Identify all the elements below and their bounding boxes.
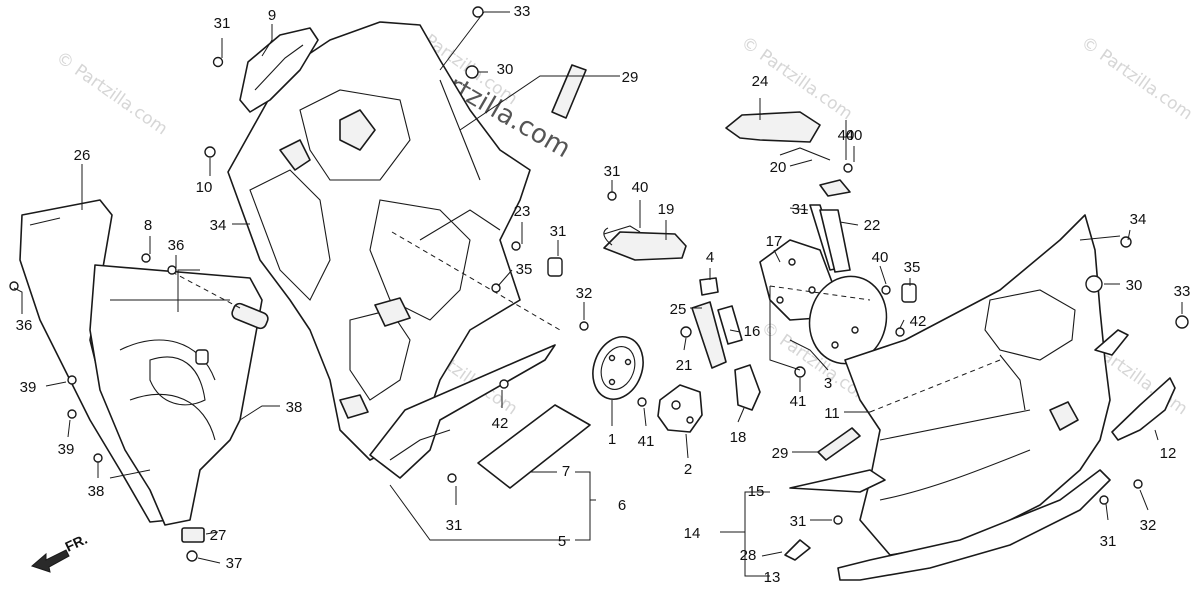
callout-number: 31 — [550, 223, 567, 240]
callout-number: 14 — [684, 525, 701, 542]
callout-number: 5 — [558, 533, 566, 550]
callout-number: 36 — [16, 317, 33, 334]
callout-number: 12 — [1160, 445, 1177, 462]
front-direction-arrow: FR. — [31, 531, 90, 573]
callout-number: 16 — [744, 323, 761, 340]
right-side-cover — [789, 214, 1111, 556]
callout-number: 27 — [210, 527, 227, 544]
seal-strip-lower — [817, 427, 861, 461]
callout-number: 37 — [226, 555, 243, 572]
callout-number: 13 — [764, 569, 781, 586]
callout-number: 32 — [1140, 517, 1157, 534]
hinge-parts — [691, 277, 761, 411]
rubber-pad — [819, 179, 851, 197]
callout-number: 24 — [752, 73, 769, 90]
callout-number: 17 — [766, 233, 783, 250]
callout-number: 39 — [58, 441, 75, 458]
callout-number: 1 — [608, 431, 616, 448]
callout-number: 31 — [446, 517, 463, 534]
speed-nut — [181, 527, 205, 543]
callout-number: 42 — [910, 313, 927, 330]
callout-number: 31 — [604, 163, 621, 180]
callout-number: 28 — [740, 547, 757, 564]
callout-number: 40 — [846, 127, 863, 144]
callout-number: 30 — [1126, 277, 1143, 294]
callout-number: 33 — [1174, 283, 1191, 300]
callout-number: 41 — [638, 433, 655, 450]
callout-number: 21 — [676, 357, 693, 374]
callout-number: 38 — [88, 483, 105, 500]
callout-number: 15 — [748, 483, 765, 500]
callout-number: 41 — [790, 393, 807, 410]
callout-number: 30 — [497, 61, 514, 78]
callout-number: 31 — [214, 15, 231, 32]
leader-lines — [13, 11, 1183, 577]
callout-number: 31 — [1100, 533, 1117, 550]
callout-number: 26 — [74, 147, 91, 164]
latch — [657, 384, 703, 433]
callout-number: 19 — [658, 201, 675, 218]
callout-number: 4 — [706, 249, 714, 266]
fasteners — [9, 6, 1189, 562]
callout-number: 40 — [632, 179, 649, 196]
callout-number: 40 — [838, 127, 855, 144]
callout-number: 25 — [670, 301, 687, 318]
lower-trim — [837, 469, 1111, 581]
callout-number: 9 — [268, 7, 276, 24]
mount-bracket — [725, 111, 831, 161]
trim-strip — [477, 404, 591, 489]
rubber-grommet — [231, 302, 269, 330]
callout-number: 32 — [576, 285, 593, 302]
seal-strip-top — [551, 64, 587, 119]
callout-number: 36 — [168, 237, 185, 254]
small-cover — [239, 27, 319, 113]
lid-ring — [592, 336, 644, 400]
callout-number: 42 — [492, 415, 509, 432]
lower-inner-panel — [369, 344, 570, 541]
callout-number: 35 — [904, 259, 921, 276]
callout-number: 8 — [144, 217, 152, 234]
lid-bracket — [603, 225, 687, 261]
callout-number: 29 — [772, 445, 789, 462]
callout-number: 39 — [20, 379, 37, 396]
callout-number: 11 — [824, 405, 840, 422]
callout-number: 6 — [618, 497, 626, 514]
callout-number: 3 — [824, 375, 832, 392]
callout-number: 35 — [516, 261, 533, 278]
callout-number: 31 — [790, 513, 807, 530]
callout-number: 34 — [210, 217, 227, 234]
callout-number: 22 — [864, 217, 881, 234]
lid-assembly — [759, 204, 888, 365]
collar — [195, 349, 209, 365]
watermark-text: © Partzilla.com — [1077, 33, 1196, 125]
callout-number: 20 — [770, 159, 787, 176]
watermark-text: © Partzilla.com — [52, 48, 171, 140]
left-side-cover — [19, 199, 269, 526]
callout-number: 34 — [1130, 211, 1147, 228]
callout-number: 2 — [684, 461, 692, 478]
callout-number: 10 — [196, 179, 213, 196]
callout-number: 7 — [562, 463, 570, 480]
inner-cover — [227, 21, 531, 461]
callout-number: 33 — [514, 3, 531, 20]
callout-number: 31 — [792, 201, 809, 218]
rear-end-cover — [1094, 329, 1176, 441]
callout-number: 23 — [514, 203, 531, 220]
front-direction-label: FR. — [63, 531, 90, 555]
callout-number: 38 — [286, 399, 303, 416]
callout-number: 29 — [622, 69, 639, 86]
callout-number: 40 — [872, 249, 889, 266]
callout-number: 18 — [730, 429, 747, 446]
clip — [784, 539, 811, 561]
